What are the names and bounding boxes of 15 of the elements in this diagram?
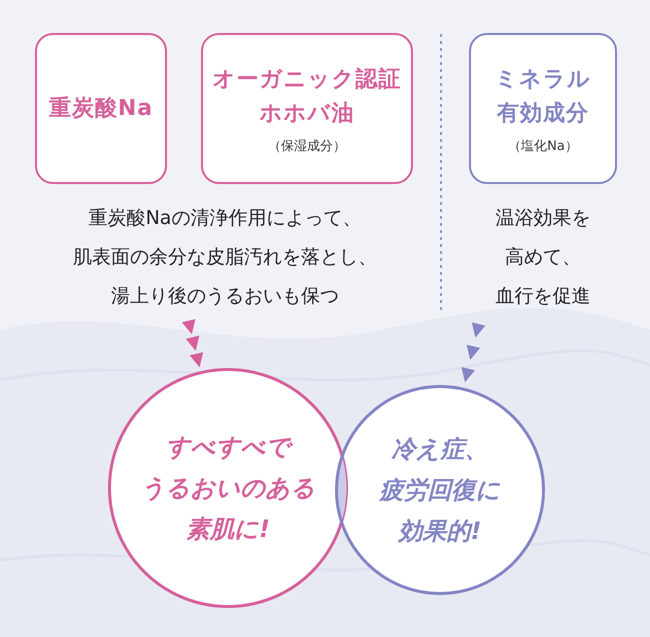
ingredient-name: オーガニック認証ホホバ油 (212, 66, 402, 128)
ingredient-box (201, 33, 413, 184)
chevron-arrow (182, 319, 204, 368)
ingredient-box (469, 33, 617, 184)
ingredient-note: （保湿成分） (268, 138, 346, 154)
ingredient-note: （塩化Na） (508, 138, 578, 154)
benefit-text: 冷え症、疲労回復に効果的! (380, 434, 500, 546)
ingredient-name: ミネラル有効成分 (495, 66, 591, 128)
chevron-arrow (461, 322, 486, 382)
benefit-circle (335, 385, 545, 595)
description-text: 重炭酸Naの清浄作用によって、肌表面の余分な皮脂汚れを落とし、湯上り後のうるおいも保つ (40, 199, 410, 316)
description-text: 温浴効果を高めて、血行を促進 (478, 199, 608, 316)
ingredient-name: 重炭酸Na (48, 94, 154, 122)
benefit-text: すべすべでうるおいのある素肌に! (140, 432, 316, 544)
ingredient-box (35, 33, 167, 184)
